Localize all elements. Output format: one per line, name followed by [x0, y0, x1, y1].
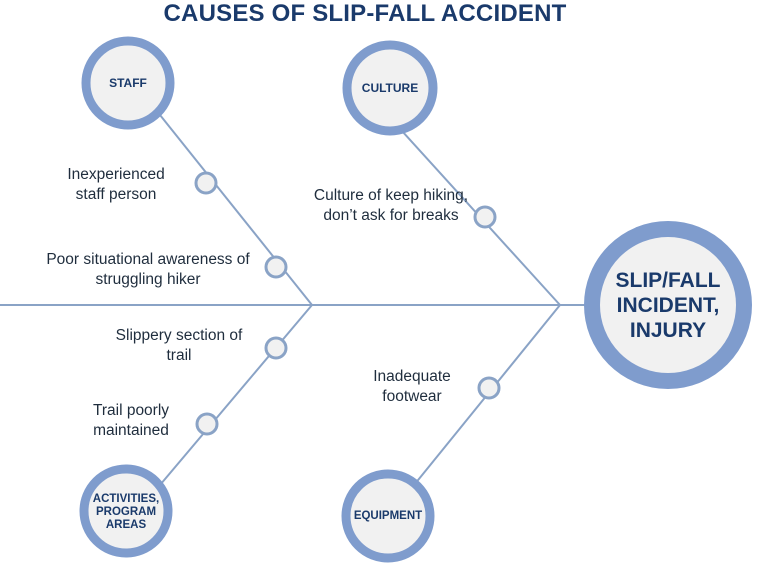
category-label-culture: CULTURE — [361, 81, 419, 95]
node-culture-1 — [473, 205, 497, 229]
node-staff-2 — [264, 255, 288, 279]
cause-label-equipment-1: Inadequate footwear — [373, 368, 451, 405]
cause-label-staff-1: Inexperienced staff person — [67, 166, 165, 203]
category-circle-activities — [79, 464, 173, 558]
cause-label-staff-2: Poor situational awareness of struggling… — [46, 251, 250, 288]
category-circle-culture — [342, 40, 438, 136]
outcome-label: SLIP/FALL INCIDENT, INJURY — [615, 268, 721, 342]
outcome-circle — [584, 221, 752, 389]
category-label-staff: STAFF — [109, 76, 147, 90]
cause-label-activities-2: Trail poorly maintained — [92, 402, 170, 439]
page-title: CAUSES OF SLIP-FALL ACCIDENT — [163, 0, 567, 27]
bone-staff — [159, 114, 313, 306]
category-label-activities: ACTIVITIES, PROGRAM AREAS — [92, 492, 160, 531]
cause-label-culture-1: Culture of keep hiking, don’t ask for br… — [313, 187, 469, 224]
cause-label-activities-1: Slippery section of trail — [115, 327, 243, 364]
node-equipment-1 — [477, 376, 501, 400]
category-label-equipment: EQUIPMENT — [353, 510, 423, 522]
category-circle-equipment — [341, 469, 435, 563]
bone-activities — [159, 304, 313, 486]
node-activities-2 — [195, 412, 219, 436]
node-staff-1 — [194, 171, 218, 195]
node-activities-1 — [264, 336, 288, 360]
category-circle-staff — [81, 36, 175, 130]
